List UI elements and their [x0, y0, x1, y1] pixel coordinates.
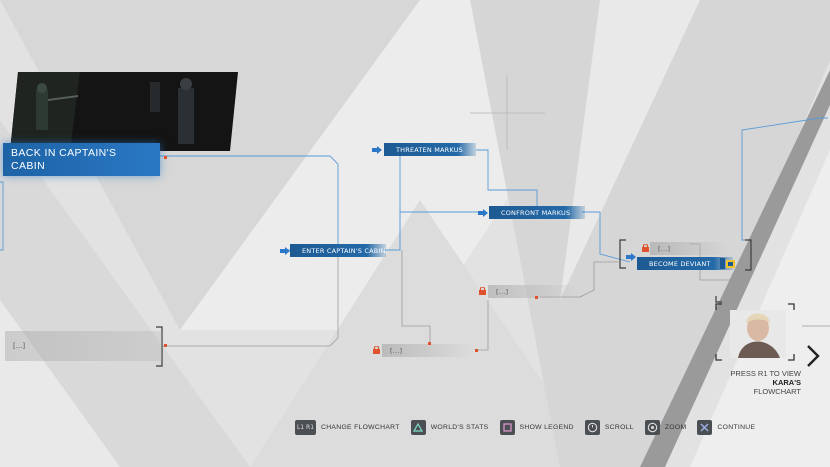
hud-label: CONTINUE — [717, 423, 756, 431]
branch-dot — [475, 349, 478, 352]
lock-icon — [373, 346, 380, 354]
node-locked-left[interactable]: [...] — [5, 331, 162, 361]
node-become-deviant[interactable]: BECOME DEVIANT — [637, 257, 733, 270]
hud-label: CHANGE FLOWCHART — [321, 423, 400, 431]
kara-portrait[interactable] — [712, 300, 802, 400]
node-confront-markus[interactable]: CONFRONT MARKUS — [489, 206, 585, 219]
entry-arrow-icon — [372, 146, 382, 154]
node-enter-captains-cabin[interactable]: ENTER CAPTAIN'S CABIN — [290, 244, 386, 257]
kara-flowchart-hint: PRESS R1 TO VIEW KARA'S FLOWCHART — [705, 369, 801, 396]
entry-arrow-icon — [626, 253, 636, 261]
node-locked-low[interactable]: [...] — [382, 344, 472, 357]
branch-dot — [164, 344, 167, 347]
left-stick-icon — [584, 419, 600, 435]
branch-dot — [535, 296, 538, 299]
hud-continue[interactable]: CONTINUE — [697, 419, 756, 435]
node-threaten-markus[interactable]: THREATEN MARKUS — [384, 143, 476, 156]
entry-arrow-icon — [478, 209, 488, 217]
hud-label: WORLD'S STATS — [430, 423, 489, 431]
chevron-right-icon[interactable] — [805, 343, 821, 369]
chapter-thumbnail — [10, 72, 238, 151]
lock-icon — [642, 244, 649, 252]
kara-flowchart-label: FLOWCHART — [753, 387, 801, 396]
l1-r1-icon: L1 R1 — [295, 419, 316, 435]
hud-label: ZOOM — [664, 423, 687, 431]
right-stick-icon — [644, 419, 660, 435]
hud-scroll[interactable]: SCROLL — [584, 419, 634, 435]
hud-change-flowchart[interactable]: L1 R1 CHANGE FLOWCHART — [295, 419, 400, 435]
controls-bar: L1 R1 CHANGE FLOWCHART WORLD'S STATS SHO… — [295, 419, 766, 435]
branch-dot — [164, 156, 167, 159]
lock-icon — [479, 287, 486, 295]
node-locked-right[interactable]: [...] — [650, 242, 730, 255]
hud-zoom[interactable]: ZOOM — [644, 419, 687, 435]
hud-show-legend[interactable]: SHOW LEGEND — [499, 419, 574, 435]
branch-dot — [428, 342, 431, 345]
triangle-button-icon — [410, 419, 426, 435]
kara-name: KARA'S — [772, 378, 801, 387]
deviant-badge-icon — [720, 258, 735, 269]
kara-press-text: PRESS R1 TO VIEW — [730, 369, 801, 378]
hud-label: SHOW LEGEND — [519, 423, 574, 431]
hud-label: SCROLL — [604, 423, 634, 431]
hud-worlds-stats[interactable]: WORLD'S STATS — [410, 419, 489, 435]
cross-button-icon — [697, 419, 713, 435]
node-locked-left-label: [...] — [13, 342, 26, 350]
square-button-icon — [499, 419, 515, 435]
entry-arrow-icon — [280, 247, 290, 255]
node-locked-mid[interactable]: [...] — [488, 285, 580, 298]
chapter-title[interactable]: BACK IN CAPTAIN'S CABIN — [3, 143, 160, 176]
